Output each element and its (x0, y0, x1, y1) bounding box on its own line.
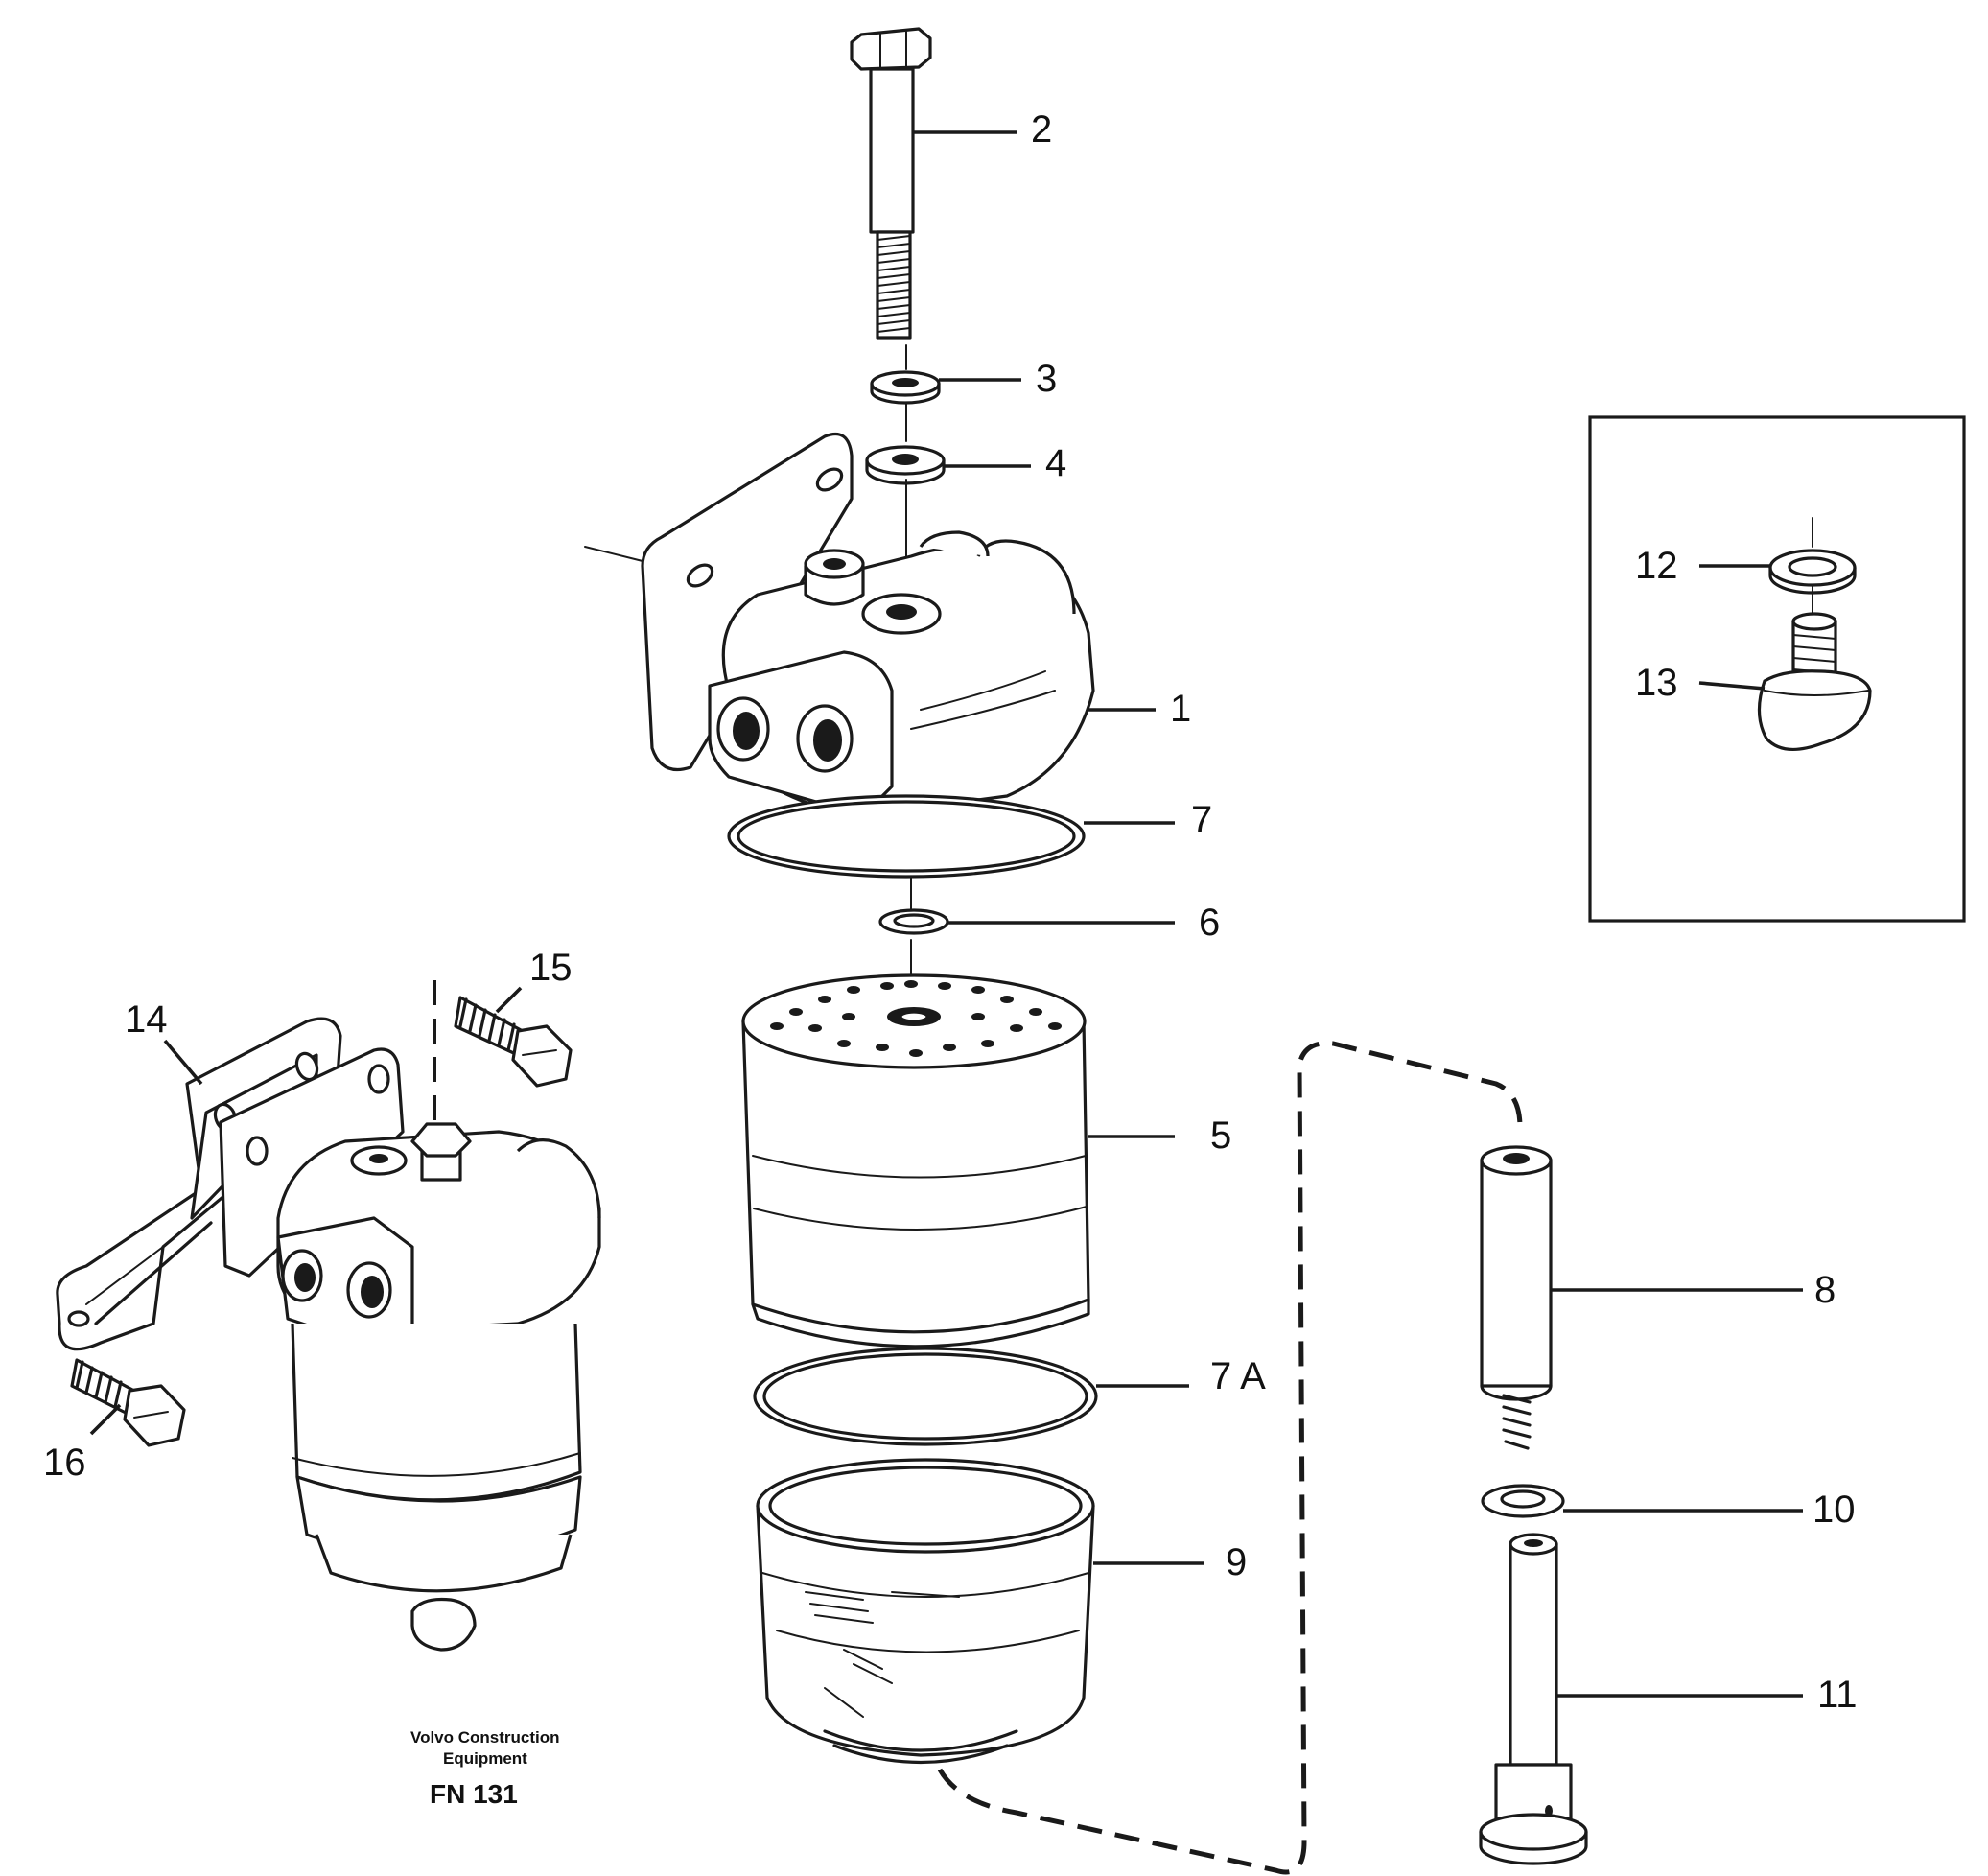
washer-part-12 (1768, 549, 1857, 595)
company-name-line1: Volvo Construction (410, 1728, 560, 1747)
callout-13: 13 (1635, 662, 1678, 704)
washer-part-3 (870, 370, 941, 405)
callout-10: 10 (1813, 1489, 1856, 1531)
company-name-line2: Equipment (443, 1749, 527, 1768)
callout-12: 12 (1635, 545, 1678, 587)
washer-part-10 (1481, 1484, 1565, 1518)
callout-1: 1 (1170, 688, 1191, 730)
filter-cartridge-part-5 (741, 973, 1090, 1348)
drain-route-dashed (937, 1041, 1523, 1875)
o-ring-part-7a (753, 1347, 1098, 1446)
callout-6: 6 (1199, 902, 1220, 944)
bolt-part-15 (454, 996, 573, 1088)
sleeve-part-8 (1480, 1145, 1553, 1450)
water-bowl-part-9 (756, 1458, 1095, 1765)
callout-3: 3 (1036, 358, 1057, 400)
callout-4: 4 (1045, 442, 1066, 484)
callout-16: 16 (43, 1442, 86, 1484)
callout-labels: 1 2 3 4 5 6 7 7 A 8 9 10 11 12 13 14 15 … (43, 108, 1858, 1716)
washer-part-4 (865, 445, 946, 485)
plug-part-13 (1757, 612, 1872, 752)
leader-lines (89, 130, 1803, 1698)
filter-head-part-1 (584, 432, 1095, 817)
drawing-footer: Volvo Construction Equipment FN 131 (410, 1728, 560, 1809)
callout-7: 7 (1191, 799, 1212, 841)
drain-plug-part-11 (1479, 1533, 1588, 1865)
callout-8: 8 (1814, 1269, 1836, 1311)
callout-5: 5 (1210, 1114, 1231, 1157)
cartridge-perforations (770, 980, 1062, 1057)
drawing-code: FN 131 (430, 1779, 518, 1809)
seal-part-6 (878, 908, 949, 935)
callout-14: 14 (125, 998, 168, 1041)
bolt-part-2 (850, 27, 932, 340)
callout-7a: 7 A (1210, 1355, 1266, 1397)
callout-2: 2 (1031, 108, 1052, 151)
assembled-filter-view (56, 996, 601, 1652)
callout-11: 11 (1817, 1674, 1858, 1716)
bolt-part-16 (70, 1358, 186, 1447)
callout-15: 15 (529, 947, 573, 989)
o-ring-part-7 (727, 794, 1086, 879)
detail-inset (1588, 415, 1966, 923)
callout-9: 9 (1226, 1541, 1247, 1583)
